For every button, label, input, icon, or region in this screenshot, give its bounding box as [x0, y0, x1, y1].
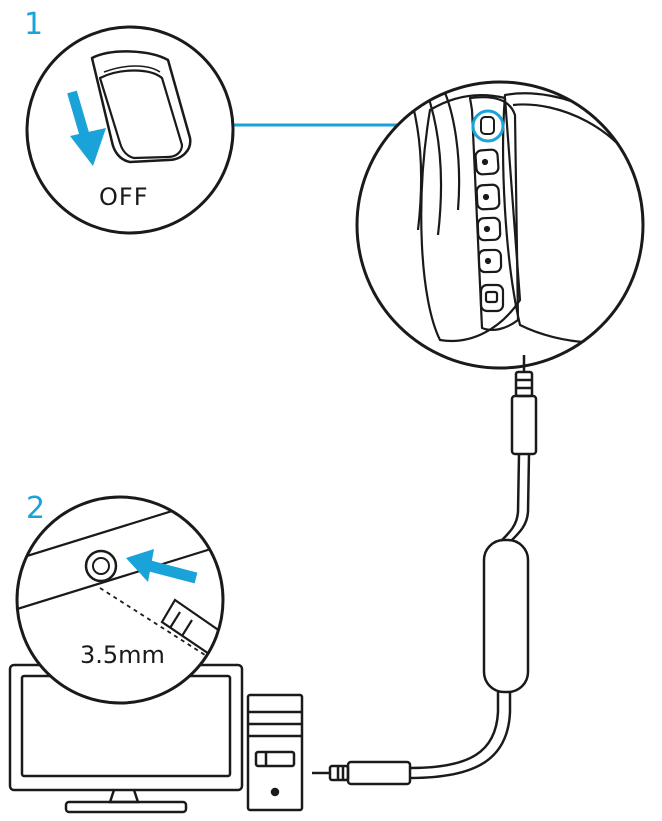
pc-tower: [246, 693, 304, 812]
off-label: OFF: [99, 183, 149, 211]
step-1-number: 1: [24, 7, 44, 42]
audio-cable: [312, 355, 538, 786]
power-switch-detail: [25, 25, 235, 235]
audio-jack-port: [84, 549, 118, 583]
power-switch-highlight: [471, 109, 505, 143]
slide-down-arrow-icon: [67, 90, 106, 166]
jack-size-label: 3.5mm: [80, 641, 165, 669]
insert-arrow-icon: [126, 549, 198, 584]
audio-jack-detail: [15, 495, 225, 705]
headset-closeup: [355, 80, 645, 370]
step-2-number: 2: [26, 491, 46, 526]
